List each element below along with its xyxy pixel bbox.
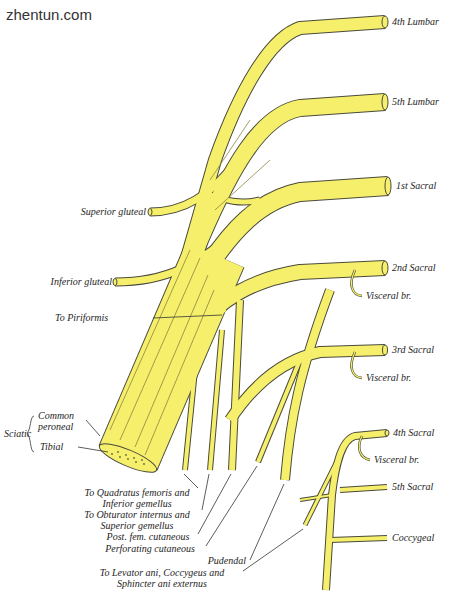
branch-label: To Levator ani, Coccygeus and Sphincter … <box>86 567 238 589</box>
root-label: 5th Sacral <box>392 481 433 492</box>
watermark: zhentun.com <box>6 6 92 23</box>
root-label: 4th Sacral <box>393 427 434 438</box>
branch-label: Pudendal <box>208 555 246 566</box>
branch-label: To Piriformis <box>55 312 108 323</box>
root-label: 4th Lumbar <box>392 16 439 27</box>
root-label: 3rd Sacral <box>392 344 434 355</box>
branch-label: Visceral br. <box>374 454 419 465</box>
root-label: 1st Sacral <box>396 180 436 191</box>
branch-label: Superior gluteal <box>81 206 146 217</box>
root-label: Coccygeal <box>392 532 434 543</box>
branch-label: To Obturator internus and Superior gemel… <box>73 509 201 531</box>
branch-label: Perforating cutaneous <box>105 543 195 554</box>
branch-label: Inferior gluteal <box>51 276 112 287</box>
branch-label: Visceral br. <box>366 290 411 301</box>
nerve-label: Common peroneal <box>38 410 84 432</box>
nerve-label: Tibial <box>40 441 63 452</box>
branch-label: Post. fem. cutaneous <box>107 531 190 542</box>
root-label: 2nd Sacral <box>392 262 436 273</box>
branch-label: To Quadratus femoris and Inferior gemell… <box>73 487 201 509</box>
root-label: 5th Lumbar <box>392 96 439 107</box>
branch-label: Visceral br. <box>366 372 411 383</box>
nerve-label: Sciatic <box>4 428 31 439</box>
